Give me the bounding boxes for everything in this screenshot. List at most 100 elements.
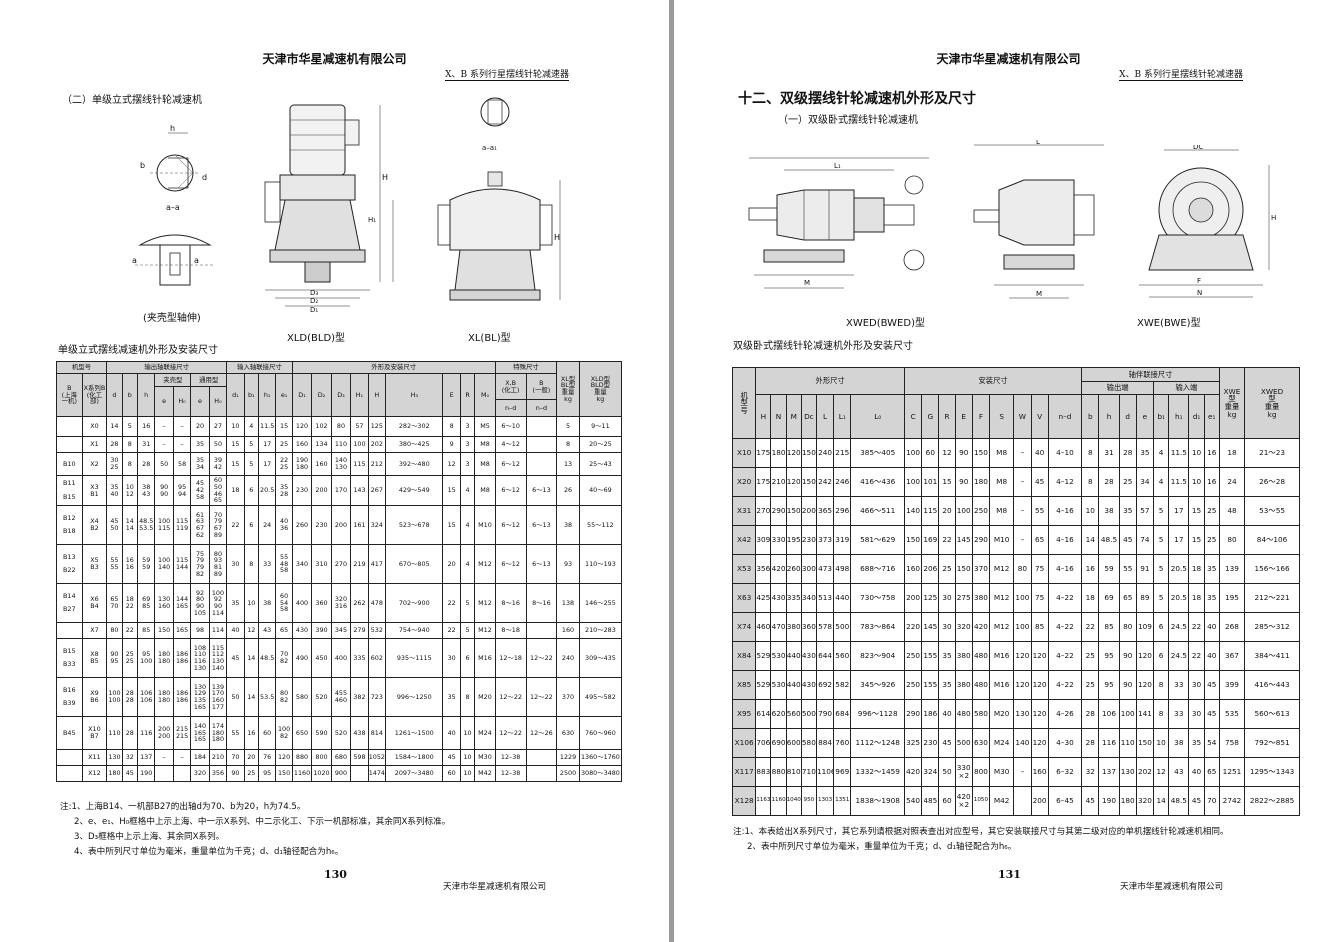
table-cell: 400 [291, 583, 313, 623]
table-cell: 85 [1098, 612, 1120, 642]
footer-company: 天津市华星减速机有限公司 [1120, 882, 1224, 892]
table-cell: 184 [190, 749, 210, 766]
table-subheader: N [770, 394, 787, 439]
table-cell: 22 [1188, 641, 1205, 671]
table-cell: 5 [1153, 554, 1170, 584]
table-cell: 59 [1098, 554, 1120, 584]
table-cell: 115 [350, 452, 369, 476]
table-cell: 100 [904, 467, 923, 497]
table-cell: 20.5 [257, 475, 277, 506]
fig-label-xwed: XWED(BWED)型 [846, 318, 925, 329]
table-cell: 70 79 67 89 [208, 505, 228, 545]
table-cell: 26 [556, 475, 580, 506]
table-cell: 48 [1218, 496, 1246, 526]
table-cell: 90 [1118, 641, 1137, 671]
table-cell: 35 [1203, 554, 1220, 584]
table-subheader: h₁ [1168, 394, 1190, 439]
table-cell: 1229 [556, 749, 580, 766]
table-cell: 1303 [815, 786, 835, 816]
table-cell: 710 [800, 757, 817, 787]
table-cell: 55 [1030, 496, 1049, 526]
table-cell: – [172, 749, 192, 766]
shaft-section-diagram: h b d a–a [130, 118, 220, 213]
table-cell: 614 [755, 699, 772, 729]
table-cell: 12 [1153, 757, 1170, 787]
th-special: 特殊尺寸 [494, 361, 558, 374]
th-nd-xb: n–d [494, 399, 527, 417]
table-cell: 219 [350, 544, 369, 584]
table-cell: M12 [474, 544, 496, 584]
table-cell: 335 [785, 583, 802, 613]
table-cell: 180 [106, 765, 123, 782]
table-cell: 160 [291, 436, 313, 453]
table-title: 双级卧式摆线针轮减速机外形及安装尺寸 [733, 341, 913, 352]
table-cell: 106 [1098, 699, 1120, 729]
table-cell: 535 [1218, 699, 1246, 729]
table-cell: M8 [989, 496, 1015, 526]
table-cell: 150 [971, 438, 991, 468]
table-cell: 15 [1188, 496, 1205, 526]
table-cell: 186 186 [172, 677, 192, 717]
table-cell: 6～13 [525, 475, 558, 506]
table-cell: 399 [1218, 670, 1246, 700]
table-cell: 115 [921, 496, 940, 526]
table-cell: 300 [800, 554, 817, 584]
table-cell: 137 [136, 749, 156, 766]
table-cell: 996～1250 [385, 677, 444, 717]
table-cell: 134 [311, 436, 332, 453]
table-cell: 783～864 [850, 612, 906, 642]
table-cell: 490 [291, 638, 313, 678]
table-subheader: F [971, 394, 991, 439]
xwed-diagram: L₁ M [744, 150, 934, 300]
table-cell: 80 [330, 416, 352, 437]
xld-drawing: H H₁ D₃ D₂ D₁ [264, 104, 394, 314]
table-cell: 50 [226, 677, 245, 717]
table-subheader: G [921, 394, 940, 439]
table-cell: 367 [1218, 641, 1246, 671]
table-cell: 400 [330, 638, 352, 678]
table-cell: 180 180 [154, 677, 174, 717]
table-cell: 290 [904, 699, 923, 729]
left-page: 天津市华星减速机有限公司 X、B 系列行星摆线针轮减速器 （二）单级立式摆线针轮… [0, 0, 669, 942]
table-cell: 529 [755, 641, 772, 671]
table-cell: 2742 [1218, 786, 1246, 816]
table-cell: 392～480 [385, 452, 444, 476]
table-cell: 268 [1218, 612, 1246, 642]
table-cell: 270 [330, 544, 352, 584]
table-cell: 430 [291, 622, 313, 639]
th-M0: M₀ [474, 373, 496, 417]
table-cell: – [154, 436, 174, 453]
table-cell: 25 [1081, 641, 1100, 671]
table-cell: 1163 [755, 786, 772, 816]
table-cell: 969 [833, 757, 852, 787]
clamp-shaft-diagram: a a [130, 225, 220, 290]
table-cell: 57 [350, 416, 369, 437]
table-cell: 630 [971, 728, 991, 758]
table-cell: M30 [474, 749, 496, 766]
table-cell: 242 [815, 467, 835, 497]
table-cell: 582 [833, 670, 852, 700]
table-cell: 165 [172, 622, 192, 639]
table-cell: 417 [367, 544, 387, 584]
table-subheader: L₀ [850, 394, 906, 439]
table-cell: 600 [785, 728, 802, 758]
table-cell: 200 [1030, 786, 1049, 816]
table-cell: 95 100 [136, 638, 156, 678]
table-cell: B13 B22 [56, 544, 83, 584]
table-cell: 370 [971, 554, 991, 584]
table-cell: 100 [954, 496, 973, 526]
table-cell: 65 [275, 622, 293, 639]
table-cell: 8 [1153, 699, 1170, 729]
table-cell: 40 [1203, 612, 1220, 642]
table-subheader: n–d [1047, 394, 1083, 439]
table-cell: 20 [442, 544, 461, 584]
table-cell: 60 [921, 438, 940, 468]
table-cell: 45 [442, 749, 461, 766]
table-cell: 40 [442, 716, 461, 750]
table-cell: 4 [459, 475, 476, 506]
table-cell: M16 [474, 638, 496, 678]
